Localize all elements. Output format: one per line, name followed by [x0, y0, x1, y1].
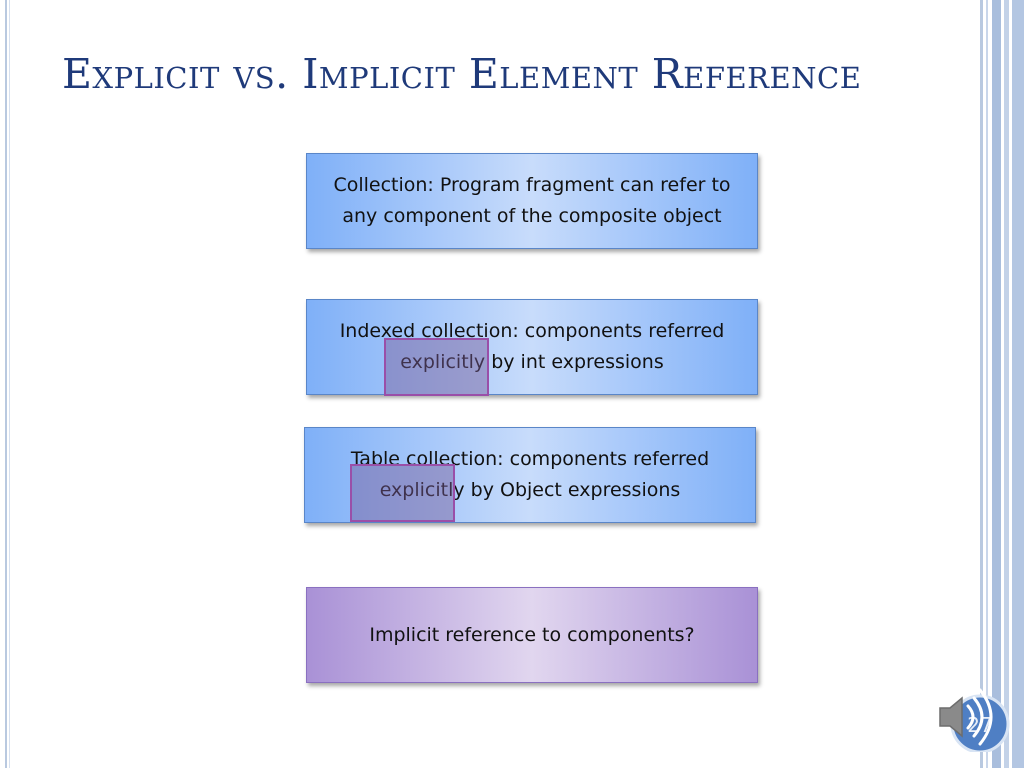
slide-title: Explicit vs. Implicit Element Reference: [62, 50, 862, 98]
implicit-reference-box-text: Implicit reference to components?: [369, 623, 695, 646]
indexed-collection-box-line2: explicitly by int expressions: [400, 351, 664, 373]
explicitly-highlight-indexed: [384, 338, 489, 396]
explicitly-highlight-table: [350, 464, 455, 522]
collection-box-line1: Collection: Program fragment can refer t…: [333, 174, 731, 196]
left-border-rule: [5, 0, 7, 768]
left-border-rule-inner: [9, 0, 10, 768]
collection-box: Collection: Program fragment can refer t…: [306, 153, 758, 249]
indexed-collection-box: Indexed collection: components referred …: [306, 299, 758, 395]
collection-box-line2: any component of the composite object: [342, 205, 722, 227]
speaker-icon[interactable]: 27: [934, 680, 1014, 754]
right-decorative-stripes: [980, 0, 1024, 768]
indexed-collection-box-line1: Indexed collection: components referred: [339, 320, 725, 342]
implicit-reference-box: Implicit reference to components?: [306, 587, 758, 683]
